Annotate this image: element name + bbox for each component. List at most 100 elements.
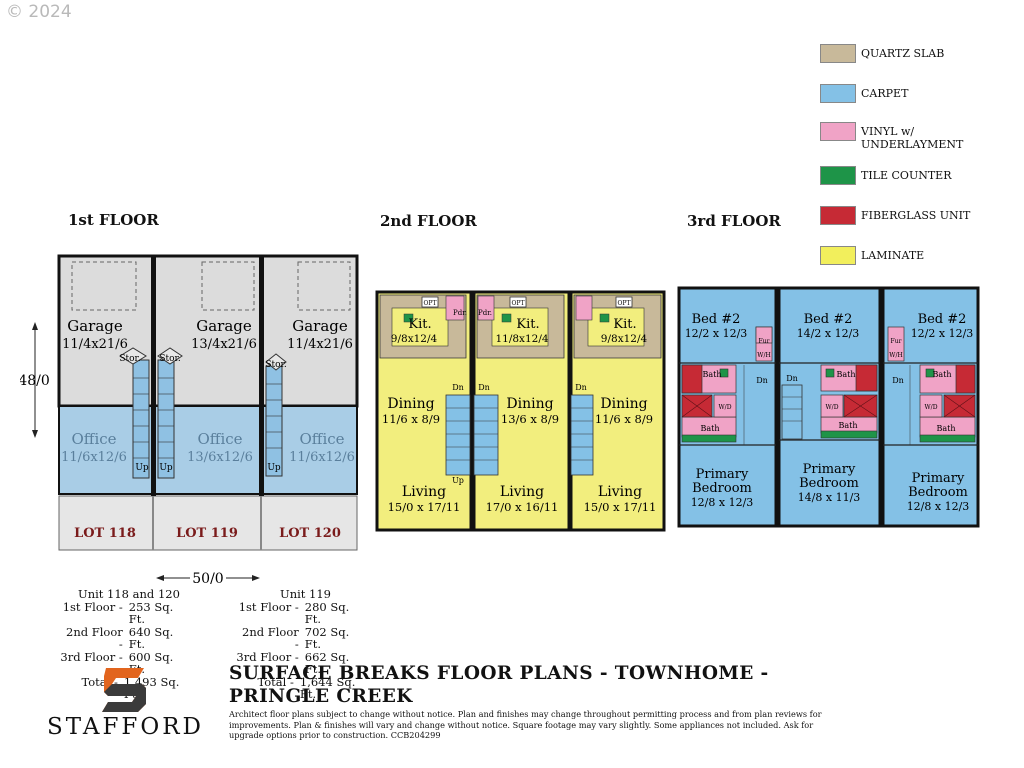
bath-label: Bath [936, 424, 955, 433]
area-row: 3rd Floor -662 Sq. Ft. [236, 649, 366, 676]
opt-label: OPT [512, 300, 525, 307]
garage-dimension: 11/4x21/6 [287, 337, 353, 352]
unit-heading: Unit 119 [280, 587, 332, 601]
bath-label: Bath [836, 370, 855, 379]
living-label: Living [500, 484, 544, 500]
storage-label: Stor. [159, 354, 181, 364]
office-label: Office [71, 430, 116, 448]
office-dimension: 13/6x12/6 [187, 450, 253, 465]
second-floor-plan: OPT OPT OPT Pdr. Pdr. Dn Dn Dn Up Kit. 9… [375, 290, 666, 532]
area-row: Total - 1,644 Sq. Ft. [236, 674, 366, 701]
stair-down-label: Dn [452, 383, 464, 392]
living-dimension: 15/0 x 17/11 [388, 500, 461, 514]
primary-bedroom-dimension: 12/8 x 12/3 [907, 500, 970, 513]
office-label: Office [299, 430, 344, 448]
kitchen-label: Kit. [408, 317, 431, 332]
primary-line-2: Bedroom [692, 481, 752, 496]
legend-swatch [820, 122, 856, 141]
primary-line-1: Primary [696, 467, 749, 482]
kitchen-dimension: 11/8x12/4 [495, 333, 548, 345]
area-floor-label: Total - [257, 674, 294, 689]
third-floor-plan: Fur W/H Fur W/H W/D W/D W/D Bath Bath Ba… [677, 286, 980, 528]
area-row: 2nd Floor -640 Sq. Ft. [60, 624, 190, 651]
legend-swatch [820, 166, 856, 185]
bedroom-2-label: Bed #2 [692, 312, 741, 327]
disclaimer-text: Architect floor plans subject to change … [229, 709, 822, 740]
legend-label: VINYL w/UNDERLAYMENT [861, 125, 964, 151]
bedroom-2-label: Bed #2 [804, 312, 853, 327]
kitchen-label: Kit. [613, 317, 636, 332]
washer-dryer-label: W/D [925, 404, 938, 411]
living-label: Living [598, 484, 642, 500]
width-dimension: 50/0 [192, 571, 223, 587]
office-dimension: 11/6x12/6 [289, 450, 355, 465]
stair-down-label: Dn [575, 383, 587, 392]
bedroom-2-label: Bed #2 [918, 312, 967, 327]
area-value: 253 Sq. Ft. [128, 599, 174, 626]
dining-dimension: 11/6 x 8/9 [595, 412, 653, 426]
stair-up-label: Up [159, 463, 173, 473]
legend-swatch [820, 206, 856, 225]
area-value: 280 Sq. Ft. [304, 599, 350, 626]
stair-up-label: Up [135, 463, 149, 473]
legend-label: TILE COUNTER [861, 169, 952, 182]
unit-119-areas: Unit 119 1st Floor -280 Sq. Ft.2nd Floor… [236, 588, 366, 701]
stair-down-label: Dn [756, 376, 768, 385]
kitchen-dimension: 9/8x12/4 [601, 333, 648, 345]
dining-label: Dining [387, 396, 434, 412]
lot-label: LOT 119 [176, 526, 238, 541]
kitchen-dimension: 9/8x12/4 [391, 333, 438, 345]
first-floor-title: 1st FLOOR [68, 211, 159, 229]
area-row: 1st Floor - 280 Sq. Ft. [236, 599, 366, 626]
height-dimension: 48/0 [20, 373, 50, 389]
dining-dimension: 13/6 x 8/9 [501, 412, 559, 426]
area-value: 662 Sq. Ft. [304, 649, 350, 676]
bath-label: Bath [838, 421, 857, 430]
legend-label: CARPET [861, 87, 909, 100]
garage-label: Garage [67, 317, 123, 335]
garage-dimension: 13/4x21/6 [191, 337, 257, 352]
area-floor-label: 1st Floor - [62, 599, 123, 614]
stair-down-label: Dn [892, 376, 904, 385]
legend-swatch [820, 84, 856, 103]
opt-label: OPT [424, 300, 437, 307]
washer-dryer-label: W/D [719, 404, 732, 411]
stair-down-label: Dn [478, 383, 490, 392]
office-dimension: 11/6x12/6 [61, 450, 127, 465]
dining-label: Dining [600, 396, 647, 412]
bedroom-2-dimension: 12/2 x 12/3 [685, 327, 748, 340]
washer-dryer-label: W/D [826, 404, 839, 411]
powder-label: Pdr. [453, 309, 467, 317]
area-row: 1st Floor - 253 Sq. Ft. [60, 599, 190, 626]
second-floor-title: 2nd FLOOR [380, 212, 477, 230]
legend-swatch [820, 246, 856, 265]
bedroom-2-dimension: 12/2 x 12/3 [911, 327, 974, 340]
brand-name: STAFFORD [47, 714, 204, 740]
area-value: 640 Sq. Ft. [128, 624, 174, 651]
storage-label: Stor. [265, 360, 287, 370]
storage-label: Stor. [119, 354, 141, 364]
bedroom-2-dimension: 14/2 x 12/3 [797, 327, 860, 340]
stafford-logo-icon [102, 668, 146, 712]
dining-label: Dining [506, 396, 553, 412]
copyright-notice: © 2024 [6, 2, 72, 22]
area-floor-label: 1st Floor - [238, 599, 299, 614]
bath-label: Bath [700, 424, 719, 433]
water-heater-label: W/H [889, 352, 902, 359]
legend-swatch [820, 44, 856, 63]
area-floor-label: 3rd Floor - [60, 649, 123, 664]
legend-label: FIBERGLASS UNIT [861, 209, 971, 222]
area-value: 702 Sq. Ft. [304, 624, 350, 651]
living-dimension: 17/0 x 16/11 [486, 500, 559, 514]
stair-up-label: Up [267, 463, 281, 473]
area-floor-label: 2nd Floor - [66, 624, 123, 651]
bath-label: Bath [932, 370, 951, 379]
kitchen-label: Kit. [516, 317, 539, 332]
plan-title-line-2: PRINGLE CREEK [229, 686, 413, 707]
area-value: 1,644 Sq. Ft. [299, 674, 356, 701]
garage-label: Garage [196, 317, 252, 335]
